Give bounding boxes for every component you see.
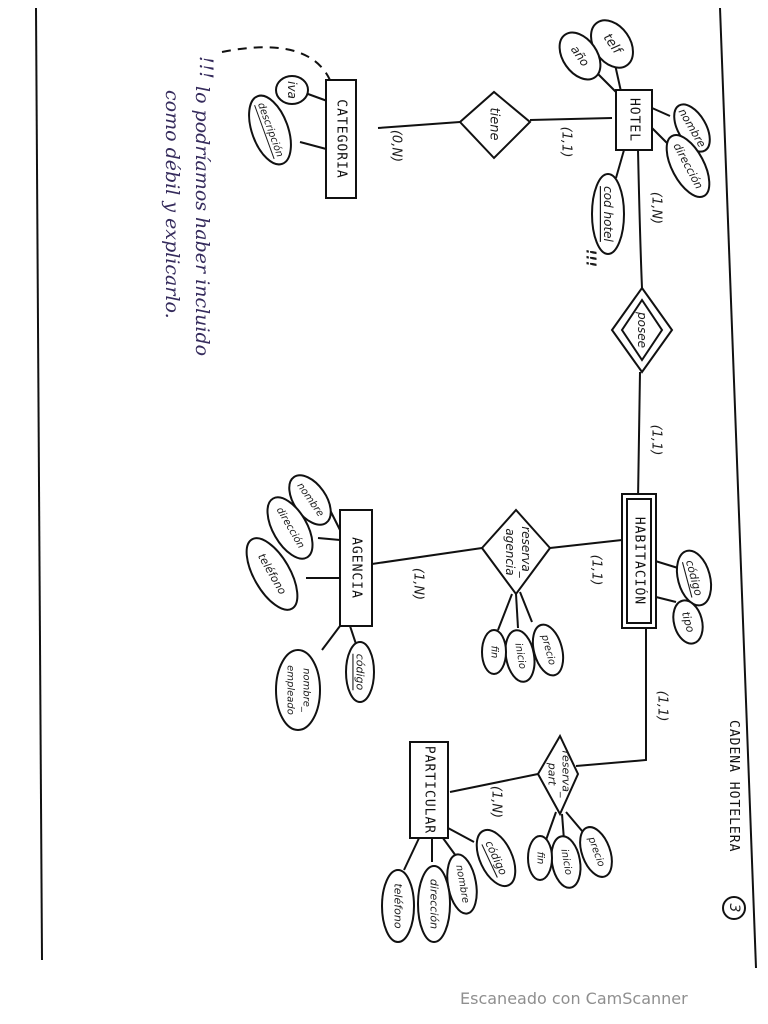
relationship-reserva-part-label-2: part — [546, 762, 559, 786]
attr-agencia-nombre-empleado-label-1: nombre_ — [301, 668, 312, 713]
attr-reserva-agencia-fin-label: fin — [489, 646, 500, 659]
attr-reserva-part-fin: fin — [527, 835, 553, 881]
attr-reserva-part-fin-label: fin — [535, 852, 546, 865]
relationship-reserva-agencia: reserva_ agencia — [480, 508, 552, 596]
note-key-mark: !!! — [195, 56, 217, 79]
connection-lines — [221, 46, 647, 793]
relationship-tiene: tiene — [458, 90, 532, 160]
relationship-reserva-part: reserva_ part — [536, 733, 580, 817]
attr-categoria-descripcion: descripción — [248, 94, 292, 166]
entity-categoria: CATEGORIA — [325, 79, 357, 199]
relationship-reserva-agencia-label-1: reserva_ — [519, 526, 533, 578]
attr-particular-codigo: código — [475, 828, 517, 888]
cardinality-agencia-reserva-agencia: (1,N) — [411, 568, 426, 600]
attr-agencia-telefono: teléfono — [245, 537, 299, 611]
entity-hotel: HOTEL — [615, 89, 653, 151]
entity-habitacion-label: HABITACIÓN — [632, 517, 648, 605]
attr-reserva-part-inicio-label: inicio — [558, 848, 573, 876]
attr-categoria-iva-label: iva — [285, 81, 299, 99]
entity-hotel-label: HOTEL — [627, 98, 642, 142]
cardinality-posee-habitacion: (1,1) — [649, 425, 664, 456]
attr-agencia-nombre-empleado: nombre_ empleado — [275, 649, 321, 731]
attr-hotel-cod-hotel-label: cod hotel — [601, 186, 615, 242]
cardinality-particular-reserva-part: (1,N) — [489, 786, 504, 818]
entity-categoria-label: CATEGORIA — [334, 99, 349, 178]
attr-particular-direccion-label: dirección — [428, 879, 441, 929]
attr-reserva-agencia-inicio-label: inicio — [512, 642, 527, 670]
cardinality-tiene-categoria: (0,N) — [389, 130, 404, 162]
relationship-posee-label: posee — [635, 311, 649, 348]
note-line-2: como débil y explicarlo. — [161, 90, 183, 319]
attr-particular-telefono-label: teléfono — [392, 883, 405, 928]
entity-particular: PARTICULAR — [409, 741, 449, 839]
attr-reserva-agencia-inicio: inicio — [504, 629, 536, 683]
attr-habitacion-tipo: tipo — [672, 599, 704, 645]
attr-reserva-part-inicio: inicio — [550, 835, 582, 889]
handwritten-note: !!! lo podríamos haber incluido como déb… — [161, 56, 217, 356]
diagram-title: CADENA HOTELERA — [726, 720, 741, 852]
entity-particular-label: PARTICULAR — [422, 746, 437, 834]
page-number-text: 3 — [726, 904, 742, 913]
attr-reserva-agencia-precio: precio — [531, 623, 565, 677]
cardinality-habitacion-reserva-agencia: (1,1) — [589, 555, 604, 586]
diagram-title-text: CADENA HOTELERA — [726, 720, 741, 852]
attr-agencia-codigo: código — [345, 641, 375, 703]
paper-left-edge — [35, 7, 43, 961]
attr-particular-telefono: teléfono — [381, 869, 415, 943]
attr-habitacion-codigo: código — [675, 549, 713, 607]
attr-hotel-cod-hotel-key-mark: !!! — [583, 249, 598, 267]
attr-reserva-part-precio: precio — [579, 826, 613, 878]
attr-reserva-agencia-fin: fin — [481, 629, 507, 675]
attr-hotel-ano: año — [558, 31, 602, 81]
entity-agencia-label: AGENCIA — [349, 537, 364, 599]
entity-agencia: AGENCIA — [339, 509, 373, 627]
cardinality-hotel-tiene: (1,1) — [559, 127, 574, 158]
relationship-tiene-label: tiene — [487, 108, 502, 141]
camscanner-watermark: Escaneado con CamScanner — [460, 989, 688, 1008]
relationship-reserva-part-label-1: reserva_ — [560, 750, 573, 798]
cardinality-labels: (1,1) (0,N) (1,N) (1,1) (1,1) (1,N) (1,1… — [389, 127, 670, 819]
cardinality-habitacion-reserva-part: (1,1) — [655, 691, 670, 722]
attr-agencia-direccion: dirección — [266, 496, 314, 560]
paper-right-edge — [719, 7, 757, 969]
attr-agencia-nombre-empleado-label-2: empleado — [285, 665, 296, 715]
page-number: 3 — [722, 896, 746, 920]
note-line-1: lo podríamos haber incluido — [191, 86, 213, 356]
attr-hotel-cod-hotel: cod hotel !!! — [583, 173, 625, 267]
relationship-reserva-agencia-label-2: agencia — [503, 528, 517, 575]
attr-agencia-codigo-label: código — [354, 654, 367, 691]
attr-categoria-iva: iva — [275, 75, 309, 105]
cardinality-hotel-posee: (1,N) — [649, 192, 664, 224]
entity-habitacion: HABITACIÓN — [621, 493, 657, 629]
attr-particular-direccion: dirección — [417, 865, 451, 943]
attr-habitacion-tipo-label: tipo — [679, 610, 697, 634]
attr-particular-nombre: nombre — [446, 853, 478, 915]
attr-hotel-telf: telf — [590, 19, 634, 69]
relationship-posee: posee — [610, 286, 674, 374]
